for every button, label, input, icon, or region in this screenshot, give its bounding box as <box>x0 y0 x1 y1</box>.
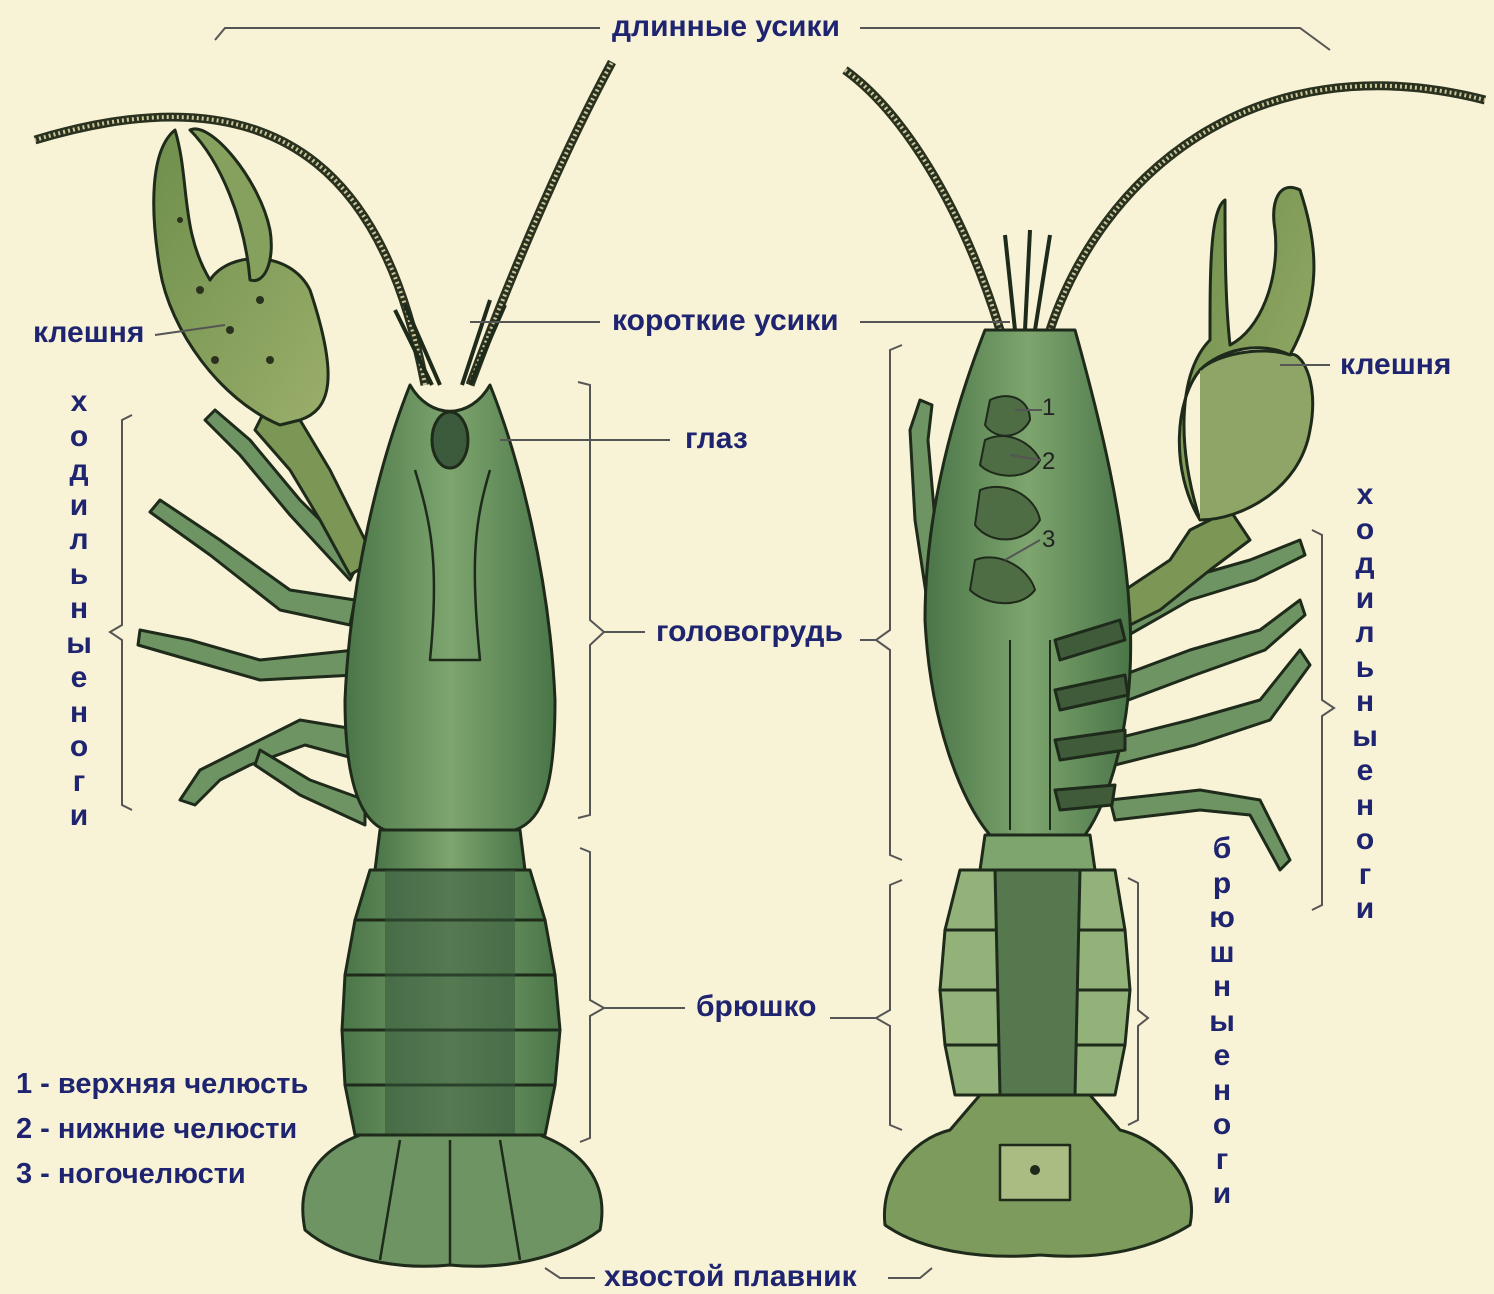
ventral-view <box>845 70 1485 1256</box>
dorsal-abdomen <box>342 830 560 1135</box>
dorsal-claw <box>154 129 375 575</box>
label-long-antennae: длинные усики <box>612 12 840 42</box>
ventral-long-antenna-left <box>845 70 1000 330</box>
legend-item-3: 3 - ногочелюсти <box>16 1158 246 1191</box>
dorsal-tail-fin <box>303 1135 602 1266</box>
label-walking-legs-right: х о д и л ь н ы е н о г и <box>1348 478 1382 927</box>
legend-item-1: 1 - верхняя челюсть <box>16 1068 308 1101</box>
number-marker-3: 3 <box>1042 528 1055 552</box>
label-eye: глаз <box>685 424 748 454</box>
label-claw-left: клешня <box>33 318 144 348</box>
label-claw-right: клешня <box>1340 350 1451 380</box>
number-marker-1: 1 <box>1042 396 1055 420</box>
label-short-antennae: короткие усики <box>612 306 839 336</box>
label-tail-fin: хвостой плавник <box>604 1262 857 1292</box>
legend-item-2: 2 - нижние челюсти <box>16 1113 297 1146</box>
label-abdominal-legs: б р ю ш н ы е н о г и <box>1205 832 1239 1212</box>
label-cephalothorax: головогрудь <box>656 617 843 647</box>
ventral-abdomen <box>940 835 1130 1095</box>
dorsal-eye <box>432 412 468 468</box>
label-walking-legs-left: х о д и л ь н ы е н о г и <box>62 385 96 834</box>
number-marker-2: 2 <box>1042 450 1055 474</box>
label-abdomen: брюшко <box>696 992 816 1022</box>
